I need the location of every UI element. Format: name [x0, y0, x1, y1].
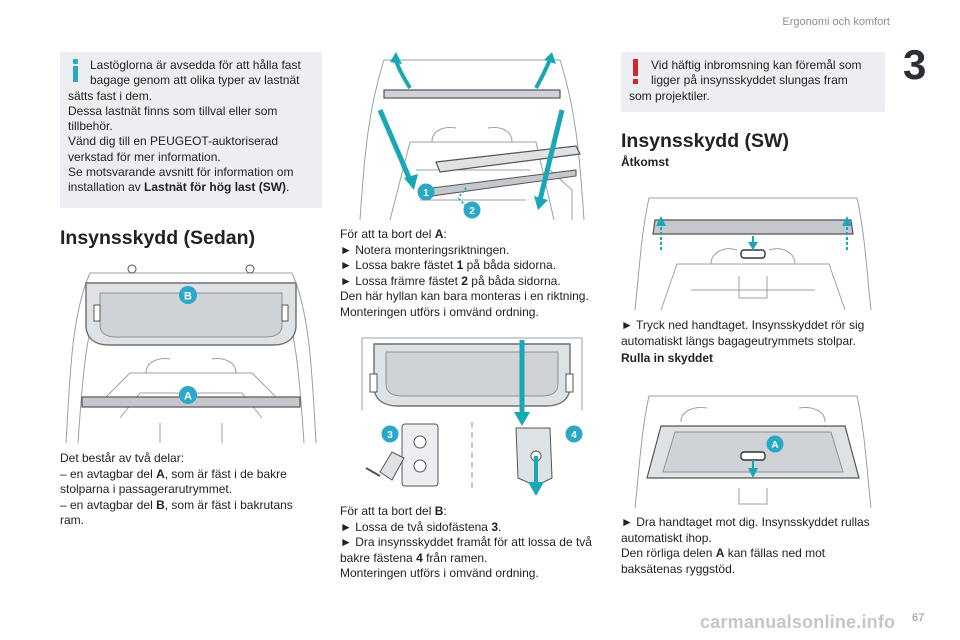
sw-roll-figure: A: [621, 392, 885, 510]
warning-line: som projektiler.: [629, 88, 710, 103]
section-title-sw: Insynsskydd (SW): [621, 130, 789, 152]
info-line: Dessa lastnät finns som tillval eller so…: [68, 103, 278, 118]
figure-label-a: A: [184, 391, 192, 403]
info-line: tillbehör.: [68, 119, 113, 134]
info-line: verkstad för mer information.: [68, 149, 221, 164]
warning-box: Vid häftig inbromsning kan föremål som l…: [621, 52, 885, 112]
info-icon: [72, 59, 80, 82]
subsection-access: Åtkomst: [621, 155, 670, 169]
figure-label-2: 2: [469, 206, 475, 217]
figure-label-1: 1: [423, 188, 429, 199]
figure-label-4: 4: [571, 430, 577, 441]
remove-part-b-steps: För att ta bort del B: ► Lossa de två si…: [340, 504, 592, 580]
info-line: Lastöglorna är avsedda för att hålla fas…: [90, 58, 301, 72]
info-line: installation av Lastnät för hög last (SW…: [68, 180, 290, 195]
warning-icon: [633, 59, 639, 84]
section-title-sedan: Insynsskydd (Sedan): [60, 227, 256, 249]
figure-label-a-sw: A: [771, 440, 778, 451]
page-number: 67: [912, 612, 925, 624]
figure-label-b: B: [184, 291, 192, 303]
sedan-description: Det består av två delar: – en avtagbar d…: [60, 451, 293, 527]
figure-label-3: 3: [387, 430, 393, 441]
running-header: Ergonomi och komfort: [782, 16, 890, 28]
watermark: carmanualsonline.info: [700, 612, 896, 632]
remove-part-a-steps: För att ta bort del A: ► Notera monterin…: [340, 227, 589, 319]
remove-part-b-figure: 3 4: [340, 330, 604, 498]
info-line: Se motsvarande avsnitt för information o…: [68, 165, 294, 180]
sedan-parcel-shelf-figure: B A: [60, 253, 322, 445]
sw-roll-text: ► Dra handtaget mot dig. Insynsskyddet r…: [621, 515, 870, 576]
warning-line: ligger på insynsskyddet slungas fram: [651, 73, 848, 88]
sw-access-text: ► Tryck ned handtaget. Insynsskyddet rör…: [621, 318, 865, 348]
info-line: bagage genom att olika typer av lastnät: [90, 73, 300, 88]
remove-part-a-figure: 1 2: [340, 50, 604, 222]
chapter-number: 3: [903, 41, 927, 88]
sw-access-figure: [621, 194, 885, 312]
subsection-roll: Rulla in skyddet: [621, 351, 714, 365]
info-line: Vänd dig till en PEUGEOT-auktoriserad: [68, 134, 279, 149]
info-line: sätts fast i dem.: [68, 88, 153, 103]
warning-line: Vid häftig inbromsning kan föremål som: [651, 58, 862, 72]
info-box: Lastöglorna är avsedda för att hålla fas…: [60, 52, 322, 208]
